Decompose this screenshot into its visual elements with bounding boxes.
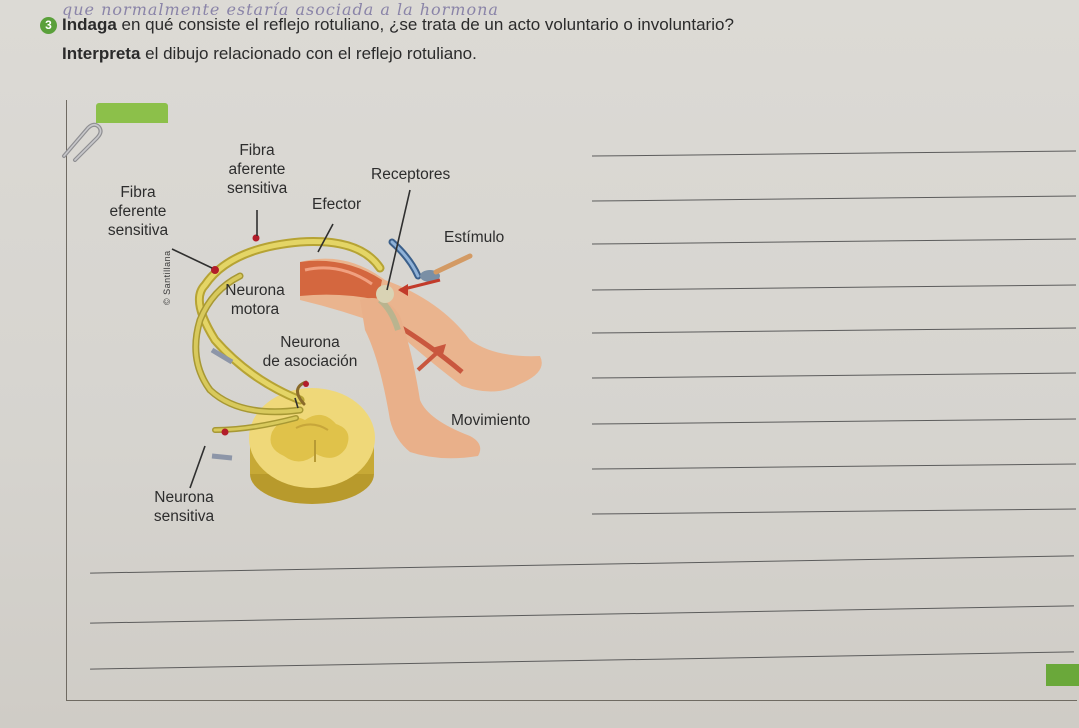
- question-verb-2: Interpreta: [62, 44, 141, 63]
- paperclip-icon: [62, 122, 103, 162]
- leg-illustration: [300, 258, 542, 459]
- question-instruction-2: Interpreta el dibujo relacionado con el …: [62, 44, 477, 64]
- handwritten-note: que normalmente estaría asociada a la ho…: [62, 0, 499, 19]
- label-neurona-asociacion: Neurona de asociación: [262, 334, 358, 370]
- reflex-hammer-icon: [388, 238, 473, 282]
- label-movimiento: Movimiento: [451, 412, 531, 429]
- question-text-1: en qué consiste el reflejo rotuliano, ¿s…: [116, 15, 734, 34]
- label-pointers: [171, 189, 411, 489]
- question-number-badge: 3: [40, 17, 57, 34]
- publisher-credit: © Santillana: [162, 250, 172, 305]
- signal-arrow-lower: [211, 453, 233, 461]
- movement-arrow: [416, 348, 442, 372]
- spinal-cord-illustration: [249, 388, 375, 504]
- label-estimulo: Estímulo: [444, 229, 505, 246]
- label-efector: Efector: [312, 196, 362, 213]
- figure-frame: [66, 100, 1077, 701]
- receptor-arrowhead: [398, 284, 408, 296]
- label-neurona-sensitiva: Neurona sensitiva: [153, 489, 215, 525]
- signal-arrow-upper: [210, 347, 234, 365]
- question-text-2: el dibujo relacionado con el reflejo rot…: [140, 44, 477, 63]
- figure-tab: [96, 103, 168, 123]
- question-verb-1: Indaga: [62, 15, 117, 34]
- movement-arrowhead: [432, 344, 446, 358]
- label-fibra-eferente: Fibra eferente sensitiva: [107, 184, 169, 239]
- label-receptores: Receptores: [371, 166, 451, 183]
- label-neurona-motora: Neurona motora: [225, 282, 285, 318]
- label-fibra-aferente: Fibra aferente sensitiva: [227, 142, 288, 197]
- page-corner-mark: [1046, 664, 1079, 686]
- question-instruction-1: Indaga en qué consiste el reflejo rotuli…: [62, 15, 734, 35]
- nerve-fibers: [192, 237, 385, 433]
